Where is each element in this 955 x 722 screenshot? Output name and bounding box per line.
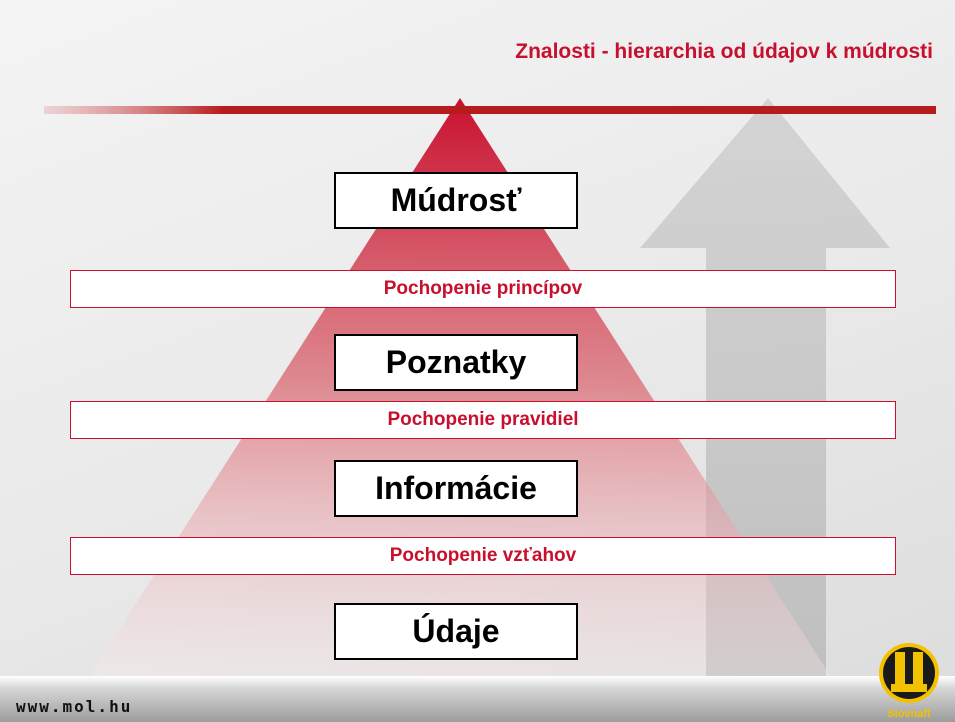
level-box-data: Údaje [334, 603, 578, 660]
level-box-knowledge: Poznatky [334, 334, 578, 391]
band-relations: Pochopenie vzťahov [70, 537, 896, 575]
logo-label: Slovnaft [887, 708, 931, 720]
band-principles: Pochopenie princípov [70, 270, 896, 308]
title-divider-line [44, 106, 936, 114]
slide-title: Znalosti - hierarchia od údajov k múdros… [515, 40, 933, 63]
footer-bar [0, 676, 955, 722]
band-rules: Pochopenie pravidiel [70, 401, 896, 439]
slovnaft-logo: Slovnaft [871, 640, 947, 720]
slovnaft-logo-icon [879, 643, 939, 703]
level-box-information: Informácie [334, 460, 578, 517]
level-box-wisdom: Múdrosť [334, 172, 578, 229]
footer-url: www.mol.hu [16, 697, 133, 716]
